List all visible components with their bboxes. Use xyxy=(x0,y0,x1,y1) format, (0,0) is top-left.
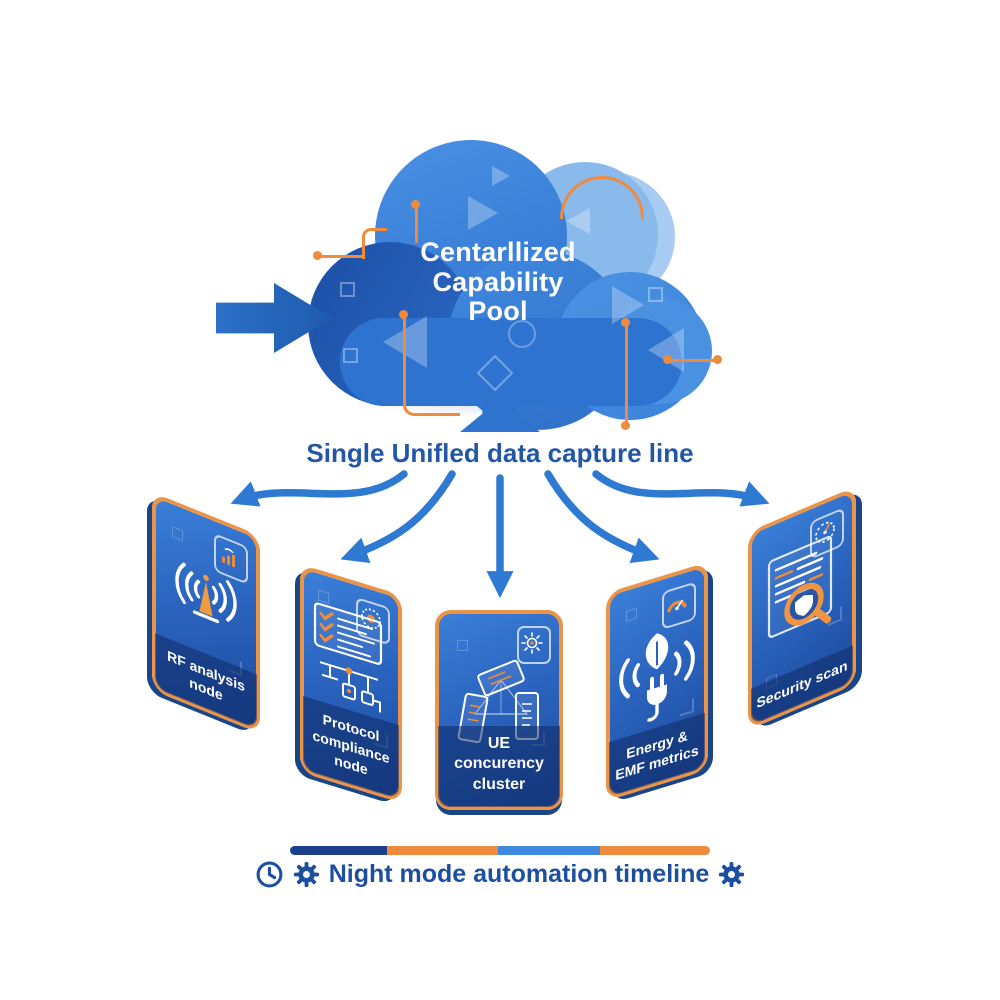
circuit-node xyxy=(663,355,672,364)
arrow-to-security-node xyxy=(592,470,770,507)
circuit-node xyxy=(621,421,630,430)
node-label: UE concurency cluster xyxy=(438,725,560,807)
timeline-bar xyxy=(290,846,710,855)
circuit-trace xyxy=(668,359,718,362)
cloud-title: Centarllized Capability Pool xyxy=(420,237,576,327)
gear-icon xyxy=(718,861,745,888)
circuit-node xyxy=(411,200,420,209)
square-decor xyxy=(343,348,358,363)
circuit-trace xyxy=(318,255,364,258)
circuit-node xyxy=(313,251,322,260)
circuit-node xyxy=(621,318,630,327)
antenna-icon xyxy=(166,546,246,650)
node-card-energy-emf: Energy & EMF metrics xyxy=(606,561,708,801)
clock-icon xyxy=(255,860,284,889)
checklist-network-icon xyxy=(310,597,392,732)
timeline-label: Night mode automation timeline xyxy=(328,860,710,888)
node-card-protocol-compliance: Protocol compliance node xyxy=(300,564,402,804)
capture-line-label: Single Unifled data capture line xyxy=(306,438,694,468)
circuit-trace xyxy=(403,315,460,416)
timeline-segment xyxy=(497,846,600,855)
timeline-caption: Night mode automation timeline xyxy=(0,860,1000,889)
circle-decor xyxy=(508,320,536,348)
circuit-trace xyxy=(415,205,418,243)
node-card-ue-concurrency: UE concurency cluster xyxy=(435,610,563,810)
circuit-trace xyxy=(362,228,387,259)
square-decor xyxy=(648,287,663,302)
timeline-segment xyxy=(599,846,710,855)
arrow-to-protocol-node xyxy=(340,470,456,564)
meter-badge-icon xyxy=(810,507,844,560)
circuit-trace xyxy=(625,323,628,423)
node-card-rf-analysis: RF analysis node xyxy=(152,492,260,734)
circuit-node xyxy=(399,310,408,319)
leaf-plug-icon xyxy=(615,609,699,743)
arrow-to-rf-node xyxy=(230,470,408,507)
arrow-to-energy-node xyxy=(544,470,660,564)
gauge-badge-icon xyxy=(662,581,696,630)
signal-badge-icon xyxy=(214,533,248,585)
square-decor xyxy=(340,282,355,297)
sun-badge-icon xyxy=(517,626,551,664)
magnifier-shield-icon xyxy=(760,525,844,665)
timeline-segment xyxy=(386,846,498,855)
node-card-security-scan: Security scan xyxy=(748,486,856,730)
circuit-node xyxy=(713,355,722,364)
gear-icon xyxy=(293,861,320,888)
timeline-segment xyxy=(290,846,387,855)
